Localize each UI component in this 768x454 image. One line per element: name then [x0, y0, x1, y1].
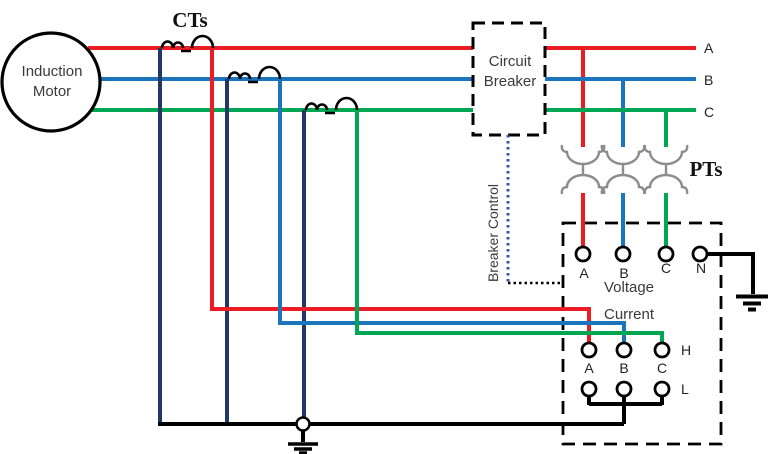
phase-b-wires [101, 77, 696, 247]
current-section-title: Current [604, 306, 655, 323]
voltage-section-title: Voltage [604, 279, 654, 296]
current-terminal-c-high [653, 341, 671, 359]
ct-b-secondary-lead [278, 79, 626, 343]
current-low-row-label: L [681, 381, 689, 397]
phase-c-wires [92, 108, 696, 247]
voltage-terminal-n [691, 245, 709, 263]
pt-b-winding-icon [600, 144, 646, 195]
relay-terminals [574, 245, 709, 398]
breaker-label-line2: Breaker [484, 73, 537, 90]
voltage-terminal-b [614, 245, 632, 263]
motor-label-line2: Motor [33, 83, 71, 100]
ct-secondary-return-wires [158, 48, 306, 424]
ct-c-secondary-lead [355, 110, 664, 343]
breaker-label-line1: Circuit [489, 53, 532, 70]
phase-a-wires [88, 46, 696, 247]
current-terminal-a-high [580, 341, 598, 359]
ct-symbols [160, 34, 359, 115]
current-terminal-c-label: C [657, 360, 667, 376]
current-terminal-a-low [580, 380, 598, 398]
current-terminal-b-high [615, 341, 633, 359]
pts-label: PTs [689, 157, 722, 181]
ground-symbol-right-icon [736, 294, 768, 312]
phase-b-label: B [704, 72, 713, 88]
motor-label-line1: Induction [22, 63, 83, 80]
neutral-ground-wire [707, 252, 755, 294]
induction-motor-circle [0, 31, 102, 133]
cts-label: CTs [172, 8, 207, 32]
voltage-terminal-c [657, 245, 675, 263]
black-wires [158, 252, 768, 454]
ground-symbol-bottom-icon [288, 442, 318, 454]
voltage-terminal-a [574, 245, 592, 263]
ct-a-secondary-lead [210, 48, 591, 343]
ground-junction-node [295, 416, 311, 432]
ct-a-coil-icon [160, 34, 215, 53]
current-high-row-label: H [681, 342, 691, 358]
current-terminal-c-low [653, 380, 671, 398]
voltage-terminal-n-label: N [696, 260, 706, 276]
phase-c-label: C [704, 104, 714, 120]
voltage-terminal-a-label: A [579, 265, 589, 281]
current-terminal-b-low [615, 380, 633, 398]
phase-a-label: A [704, 40, 714, 56]
voltage-terminal-c-label: C [661, 260, 671, 276]
pt-symbols [560, 144, 689, 195]
ct-b-coil-icon [227, 65, 282, 84]
current-low-jumper [587, 396, 664, 424]
pt-a-winding-icon [560, 144, 606, 195]
pt-c-winding-icon [643, 144, 689, 195]
current-terminal-a-label: A [584, 360, 594, 376]
current-terminal-b-label: B [619, 360, 628, 376]
ct-c-coil-icon [304, 96, 359, 115]
breaker-control-label: Breaker Control [485, 184, 501, 282]
voltage-terminal-b-label: B [619, 265, 628, 281]
